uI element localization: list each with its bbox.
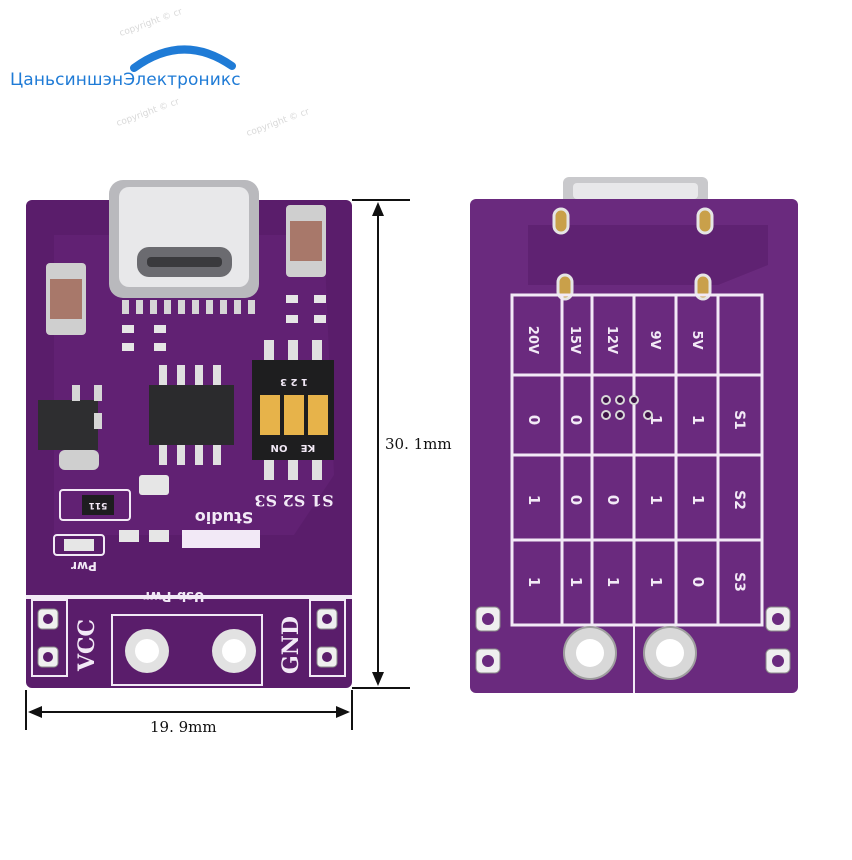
table-cell: 1 <box>647 577 665 587</box>
table-cell: 0 <box>567 495 585 505</box>
row-label: S2 <box>731 490 747 510</box>
width-measure: 19. 9mm <box>150 718 217 736</box>
table-cell: 1 <box>525 577 543 587</box>
table-cell: 0 <box>689 577 707 587</box>
silk-gnd: GND <box>278 616 304 674</box>
voltage-header: 20V <box>525 326 540 354</box>
row-label: S3 <box>731 572 747 592</box>
dip-ke-label: KE <box>301 442 316 453</box>
dip-on-label: ON <box>271 442 288 453</box>
voltage-header: 15V <box>567 326 582 354</box>
table-cell: 1 <box>689 415 707 425</box>
silk-s1s2s3: S1 S2 S3 <box>254 491 333 510</box>
table-cell: 1 <box>689 495 707 505</box>
table-cell: 0 <box>604 495 622 505</box>
svg-text:511: 511 <box>89 500 108 510</box>
brand-name: ЦаньсиншэнЭлектроникс <box>10 70 241 90</box>
voltage-header: 12V <box>604 326 619 354</box>
table-cell: 0 <box>525 415 543 425</box>
table-cell: 0 <box>567 415 585 425</box>
table-cell: 1 <box>567 577 585 587</box>
dip-switch: 1 2 3 ON KE <box>252 340 334 480</box>
resistor-511: 511 <box>59 489 131 521</box>
table-cell: 1 <box>647 495 665 505</box>
regulator-chip <box>38 385 102 470</box>
dip-numbers: 1 2 3 <box>280 376 308 387</box>
silk-vcc: VCC <box>74 619 100 672</box>
capacitor-right <box>286 205 326 277</box>
voltage-header: 5V <box>689 330 704 349</box>
main-ic <box>149 365 234 465</box>
usb-c-connector <box>109 180 259 298</box>
arc-logo-icon <box>130 45 236 72</box>
back-pcb: 20V 15V 12V 9V 5V S1 S2 S3 0 0 1 1 1 0 0… <box>470 177 798 693</box>
voltage-header: 9V <box>647 330 662 349</box>
silk-studio: Studio <box>195 508 254 527</box>
height-measure: 30. 1mm <box>385 435 452 453</box>
silk-pwr: Pwr <box>71 559 97 573</box>
table-cell: 1 <box>525 495 543 505</box>
table-cell: 1 <box>647 415 665 425</box>
table-cell: 1 <box>604 577 622 587</box>
front-pcb: 1 2 3 ON KE 511 S1 S2 S3 Studio Pwr Usb-… <box>26 180 352 688</box>
capacitor-left <box>46 263 86 335</box>
row-label: S1 <box>731 410 747 430</box>
